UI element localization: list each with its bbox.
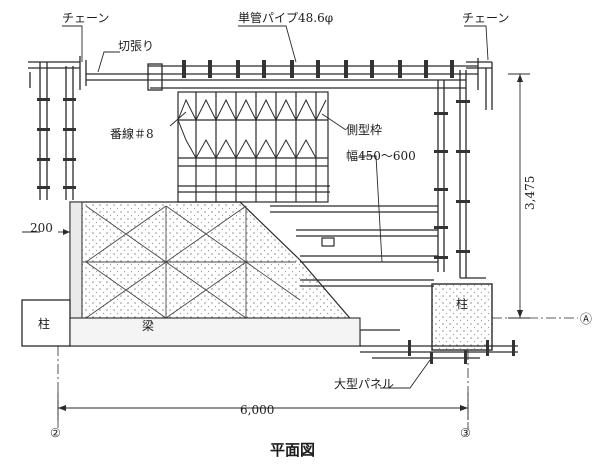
column-left-label: 柱: [38, 316, 50, 331]
single-pipe-label: 単管パイプ48.6φ: [238, 10, 333, 25]
axis-a-label: Ⓐ: [580, 312, 592, 326]
right-column: [431, 283, 493, 351]
axis-centerlines: [57, 317, 578, 430]
wire-label: 番線＃8: [110, 126, 154, 141]
column-right-label: 柱: [456, 296, 468, 311]
large-panel-bolts: [408, 340, 515, 364]
wall-section: [69, 201, 361, 347]
large-panel-label: 大型パネル: [334, 377, 394, 391]
left-pipe-frame: [28, 56, 87, 200]
dimension-lines: [22, 73, 530, 420]
kiribari-label: 切張り: [118, 39, 154, 53]
top-pipe-bolts: [182, 60, 454, 78]
large-panel: [360, 329, 518, 359]
beam: [69, 317, 361, 347]
beam-label: 梁: [142, 318, 154, 333]
side-frame-label: 側型枠: [346, 123, 382, 137]
caption-label: 平面図: [270, 441, 315, 459]
dim-6000-label: 6,000: [240, 403, 274, 417]
axis-3-label: ③: [460, 426, 471, 440]
dim-3475-label: 3,475: [523, 176, 537, 210]
right-frame-bolts: [434, 100, 470, 259]
width-label: 幅450～600: [346, 148, 416, 163]
chain-left-label: チェーン: [62, 11, 109, 25]
top-pipe: [147, 63, 478, 91]
left-column: [21, 299, 71, 347]
left-frame-bolts: [37, 98, 76, 189]
axis-2-label: ②: [50, 426, 61, 440]
side-formwork: [177, 91, 330, 203]
leader-lines: [62, 25, 489, 389]
chain-right-label: チェーン: [462, 11, 509, 25]
dimension-arrows: [58, 74, 523, 411]
right-pipe-frame: [437, 58, 493, 279]
wire-ties: [177, 98, 327, 160]
dim-200-label: 200: [30, 221, 53, 235]
